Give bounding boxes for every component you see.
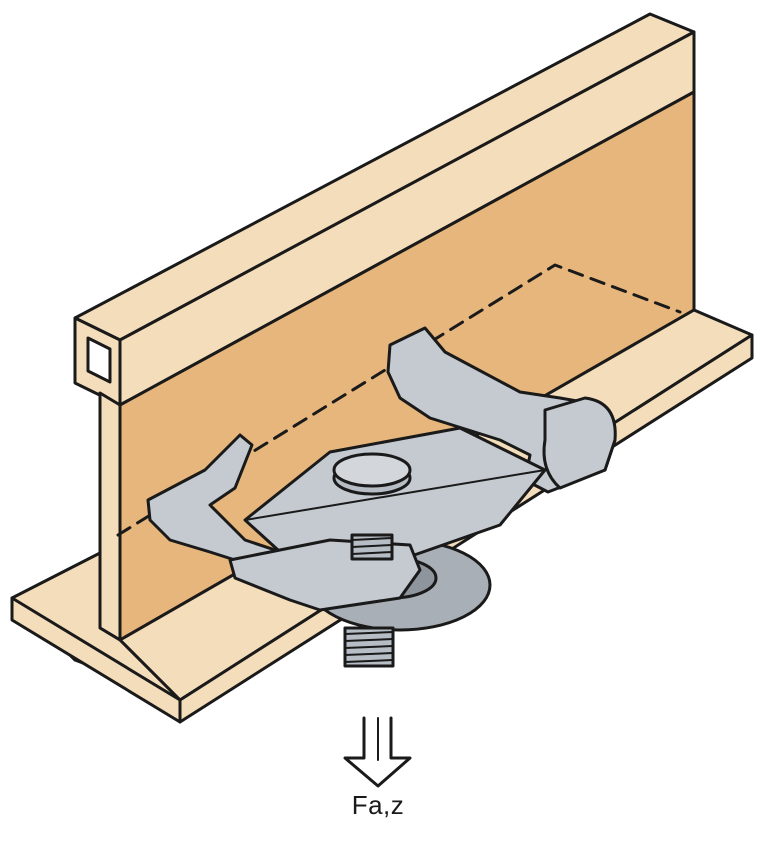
bolt-head-top — [332, 452, 412, 488]
force-arrow — [343, 716, 412, 788]
clamp-front-hook — [146, 433, 322, 577]
bolt — [332, 452, 412, 668]
bolt-threads — [344, 537, 394, 663]
clamp-plate-crease — [244, 469, 546, 521]
beam-flange-hollow — [86, 336, 112, 384]
beam-web-front-edge — [98, 391, 122, 642]
clamp — [146, 326, 617, 612]
force-label: Fa,z — [351, 790, 405, 820]
beam-hidden-line — [116, 263, 682, 537]
clamp-rear-curl — [542, 396, 617, 490]
